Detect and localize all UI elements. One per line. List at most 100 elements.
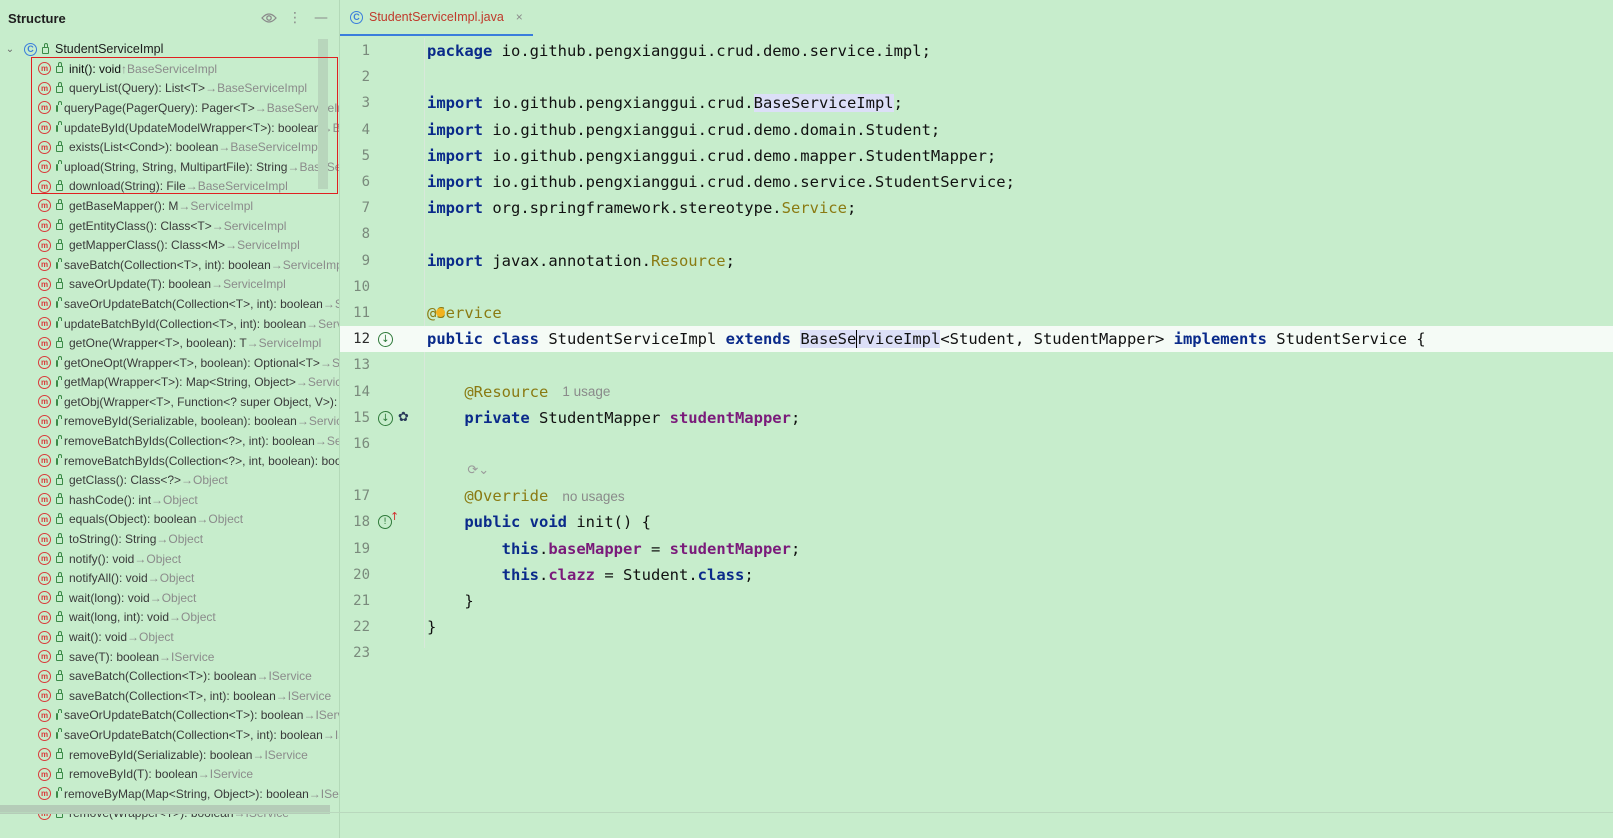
implements-interface-icon[interactable]: ↓ (378, 410, 393, 426)
spring-bean-icon[interactable]: ✿ (398, 409, 409, 425)
implements-interface-icon[interactable]: ↓ (378, 332, 393, 348)
code-lens-icon[interactable]: ⟳⌄ (467, 462, 490, 478)
overrides-method-icon[interactable]: ! (378, 515, 392, 530)
code-area[interactable]: 1 package io.github.pengxianggui.crud.de… (340, 38, 1613, 667)
code-line: 13 (340, 352, 1613, 378)
method-signature: queryPage(PagerQuery): Pager<T> (64, 100, 255, 115)
minimize-icon[interactable]: — (314, 10, 328, 26)
lock-icon (56, 454, 62, 466)
method-signature: removeBatchByIds(Collection<?>, int): bo… (64, 434, 315, 449)
lock-icon (56, 140, 63, 152)
lock-icon (56, 434, 62, 446)
method-icon: m (38, 767, 51, 781)
lock-icon (56, 81, 63, 93)
tab-student-service-impl[interactable]: C StudentServiceImpl.java × (340, 0, 533, 36)
method-origin: →Object (149, 590, 197, 605)
method-origin: →Object (127, 630, 174, 645)
lock-icon (56, 238, 63, 250)
line-number: 5 (361, 147, 370, 164)
root-label: StudentServiceImpl (55, 42, 164, 56)
method-signature: getClass(): Class<?> (69, 473, 182, 488)
method-origin: →BaseServiceImpl (218, 140, 321, 155)
lock-icon (56, 493, 63, 505)
tab-label: StudentServiceImpl.java (369, 10, 504, 24)
lock-icon (56, 62, 63, 74)
horizontal-scrollbar[interactable] (0, 805, 330, 814)
method-icon: m (38, 356, 51, 370)
method-signature: removeById(T): boolean (69, 767, 198, 782)
structure-header: Structure ⋮ — (0, 0, 339, 36)
method-origin: →BaseServiceImpl (254, 100, 339, 115)
lock-icon (56, 219, 63, 231)
lock-icon (56, 336, 63, 348)
line-number: 6 (361, 174, 370, 191)
method-signature: saveOrUpdate(T): boolean (69, 277, 212, 292)
vertical-scrollbar[interactable] (318, 39, 328, 189)
code-line-current: 12 ↓ public class StudentServiceImpl ext… (340, 326, 1613, 353)
code-line: 11 @Service (340, 300, 1613, 326)
usage-hint[interactable]: 1 usage (562, 384, 611, 400)
lock-icon (56, 748, 63, 760)
lock-icon (56, 317, 62, 329)
method-origin: →ServiceImpl (296, 414, 339, 429)
code-line: 6 import io.github.pengxianggui.crud.dem… (340, 169, 1613, 195)
usage-hint[interactable]: no usages (562, 488, 625, 504)
chevron-down-icon[interactable]: ⌄ (5, 43, 15, 55)
method-signature: wait(long): void (69, 590, 150, 605)
more-vertical-icon[interactable]: ⋮ (288, 10, 302, 26)
close-icon[interactable]: × (515, 10, 523, 24)
method-origin: →IService (308, 786, 339, 801)
line-number: 2 (361, 69, 370, 86)
method-icon: m (38, 160, 51, 174)
eye-icon[interactable] (259, 8, 279, 28)
method-icon: m (38, 258, 51, 272)
method-origin: →IService (159, 649, 215, 664)
editor-tab-bar: C StudentServiceImpl.java × (340, 0, 1613, 36)
method-signature: queryList(Query): List<T> (69, 81, 206, 96)
method-origin: →Object (181, 473, 228, 488)
lightbulb-icon[interactable] (436, 307, 445, 317)
method-origin: →ServiceImpl (225, 238, 300, 253)
line-number: 23 (353, 645, 370, 662)
tree-root-node[interactable]: ⌄ C StudentServiceImpl (0, 39, 339, 59)
